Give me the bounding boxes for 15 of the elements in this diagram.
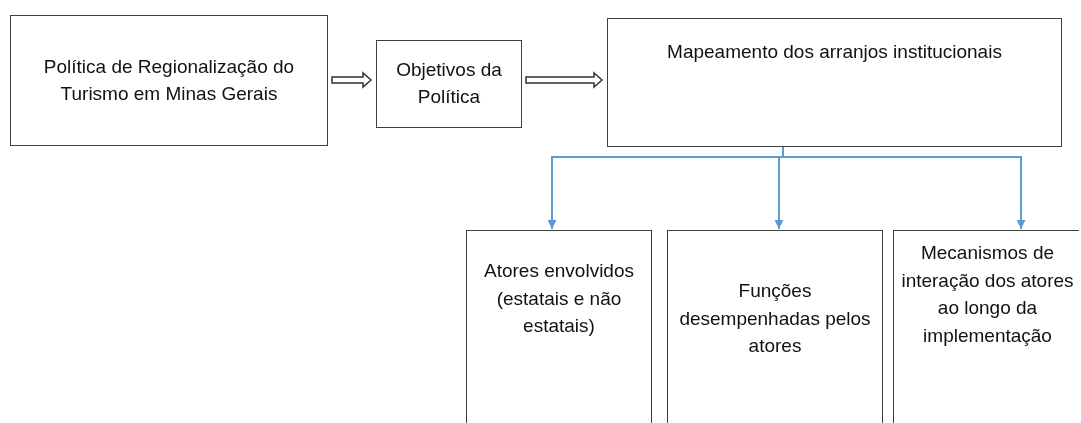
box-text: Mapeamento dos arranjos institucionais — [667, 40, 1002, 64]
process-box — [466, 230, 652, 423]
process-box — [376, 40, 522, 128]
block-arrow — [525, 71, 604, 89]
connector-arrow — [782, 146, 1026, 230]
block-arrow — [331, 71, 373, 89]
process-box — [607, 18, 1062, 147]
process-box — [667, 230, 883, 423]
box-text: Política de Regionalização do Turismo em Minas Gerais — [42, 54, 296, 106]
process-box — [10, 15, 328, 146]
box-text: Mecanismos de interação dos atores ao longo da implementação — [900, 241, 1075, 348]
box-text: Funções desempenhadas pelos atores — [678, 279, 872, 359]
box-text: Objetivos da Política — [395, 58, 503, 109]
process-box — [893, 230, 1079, 423]
box-text: Atores envolvidos (estatais e não estatais) — [483, 259, 635, 339]
